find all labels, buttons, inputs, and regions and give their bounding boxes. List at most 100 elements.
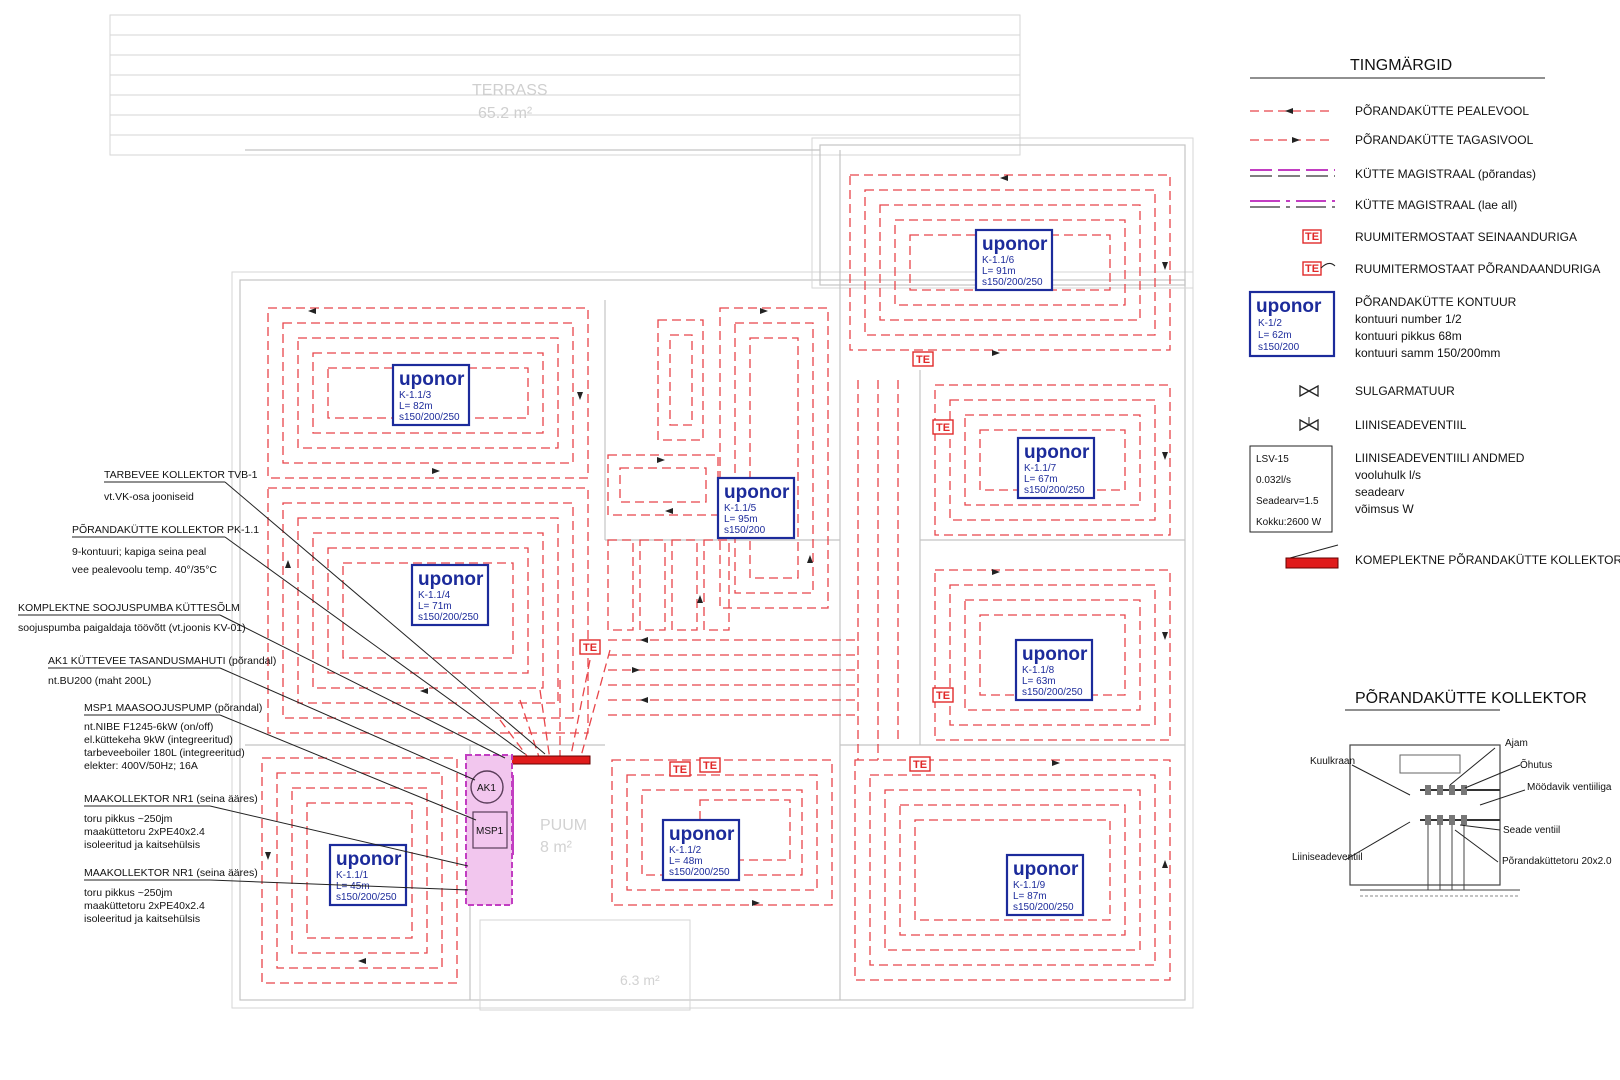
contour-length: L= 63m: [1022, 676, 1056, 687]
annotation-title: PÕRANDAKÜTTE KOLLEKTOR PK-1.1: [72, 523, 259, 536]
contour-box-1: uponor K-1.1/1 L= 45m s150/200/250: [328, 843, 408, 907]
annotation-title: MSP1 MAASOOJUSPUMP (põrandal): [84, 702, 262, 714]
annotation-line: vt.VK-osa jooniseid: [104, 491, 194, 503]
contour-brand: uponor: [336, 849, 402, 870]
heat-pump-label: MSP1: [476, 826, 504, 837]
thermostat-icon: TE: [699, 757, 721, 773]
thermostat-icon: TE: [669, 761, 691, 777]
detail-label-seade-ventiil: Seade ventiil: [1503, 825, 1560, 836]
annotation-line: isoleeritud ja kaitsehülsis: [84, 839, 200, 851]
svg-text:LIINISEADEVENTIILI ANDMED: LIINISEADEVENTIILI ANDMED: [1355, 451, 1525, 465]
contour-spacing: s150/200/250: [399, 412, 460, 423]
contour-spacing: s150/200/250: [1022, 687, 1083, 698]
thermostat-markers: TE TE TE TE TE TE TE: [579, 351, 954, 777]
annotation-title: MAAKOLLEKTOR NR1 (seina ääres): [84, 793, 258, 805]
room-label-terrace: TERRASS: [472, 82, 548, 99]
contour-id: K-1.1/2: [669, 845, 702, 856]
annotation-title: AK1 KÜTTEVEE TASANDUSMAHUTI (põrandal): [48, 655, 276, 667]
thermostat-icon: TE: [579, 639, 601, 655]
detail-label-toru: Põrandaküttetoru 20x2.0: [1502, 856, 1612, 867]
annotation-line: soojuspumba paigaldaja töövõtt (vt.jooni…: [18, 622, 246, 634]
legend-contour-desc: PÕRANDAKÜTTE KONTUUR kontuuri number 1/2…: [1355, 294, 1517, 360]
svg-text:vooluhulk l/s: vooluhulk l/s: [1355, 468, 1421, 482]
thermostat-icon: TE: [932, 419, 954, 435]
buffer-tank-ak1: [470, 770, 504, 804]
annotation-ak1: AK1 KÜTTEVEE TASANDUSMAHUTI (põrandal) n…: [48, 655, 276, 687]
svg-text:TE: TE: [916, 354, 930, 366]
svg-text:KÜTTE MAGISTRAAL (lae all): KÜTTE MAGISTRAAL (lae all): [1355, 198, 1517, 212]
legend-item-main-floor: KÜTTE MAGISTRAAL (põrandas): [1250, 167, 1536, 181]
contour-spacing: s150/200/250: [669, 867, 730, 878]
contour-box-9: uponor K-1.1/9 L= 87m s150/200/250: [1005, 853, 1085, 917]
contour-box-6: uponor K-1.1/6 L= 91m s150/200/250: [974, 228, 1054, 292]
svg-text:Kokku:2600 W: Kokku:2600 W: [1256, 517, 1322, 528]
annotation-line: toru pikkus ~250jm: [84, 887, 173, 899]
room-area-lower: 6.3 m²: [620, 972, 660, 988]
annotation-line: nt.NIBE F1245-6kW (on/off): [84, 721, 213, 733]
thermostat-icon: TE: [932, 687, 954, 703]
contour-id: K-1.1/6: [982, 255, 1015, 266]
contour-brand: uponor: [1013, 859, 1079, 880]
contour-id: K-1.1/3: [399, 390, 432, 401]
annotation-line: el.küttekeha 9kW (integreeritud): [84, 734, 233, 746]
svg-text:s150/200: s150/200: [1258, 342, 1300, 353]
contour-box-3: uponor K-1.1/3 L= 82m s150/200/250: [391, 363, 471, 427]
contour-length: L= 67m: [1024, 474, 1058, 485]
contour-id: K-1.1/1: [336, 870, 369, 881]
contour-length: L= 91m: [982, 266, 1016, 277]
contour-box-8: uponor K-1.1/8 L= 63m s150/200/250: [1014, 638, 1094, 702]
svg-text:LIINISEADEVENTIIL: LIINISEADEVENTIIL: [1355, 418, 1467, 432]
balancing-valve-icon: [1299, 418, 1319, 432]
collector-valves: [1425, 785, 1467, 825]
legend-valve-data-box: LSV-15 0.032l/s Seadearv=1.5 Kokku:2600 …: [1249, 445, 1333, 533]
heating-loops: [261, 174, 1171, 984]
annotation-tvb: TARBEVEE KOLLEKTOR TVB-1 vt.VK-osa jooni…: [104, 469, 258, 503]
flow-arrows: [265, 175, 1168, 964]
detail-label-ajam: Ajam: [1505, 738, 1528, 749]
collector-icon: [1285, 557, 1339, 569]
annotation-title: MAAKOLLEKTOR NR1 (seina ääres): [84, 867, 258, 879]
annotation-title: TARBEVEE KOLLEKTOR TVB-1: [104, 469, 258, 481]
annotation-line: isoleeritud ja kaitsehülsis: [84, 913, 200, 925]
legend-item-collector: KOMEPLEKTNE PÕRANDAKÜTTE KOLLEKTOR: [1285, 544, 1620, 569]
contour-brand: uponor: [1022, 644, 1088, 665]
svg-text:TE: TE: [703, 760, 717, 772]
contour-length: L= 95m: [724, 514, 758, 525]
svg-text:TE: TE: [936, 422, 950, 434]
annotation-line: maaküttetoru 2xPE40x2.4: [84, 826, 205, 838]
svg-text:L= 62m: L= 62m: [1258, 330, 1292, 341]
buffer-tank-label: AK1: [477, 783, 496, 794]
annotation-line: elekter: 400V/50Hz; 16A: [84, 760, 198, 772]
room-area-puum: 8 m²: [540, 839, 573, 856]
contour-spacing: s150/200: [724, 525, 766, 536]
contour-spacing: s150/200/250: [1013, 902, 1074, 913]
thermostat-icon: TE: [1302, 261, 1322, 276]
contour-brand: uponor: [724, 482, 790, 503]
thermostat-icon: TE: [912, 351, 934, 367]
svg-text:Seadearv=1.5: Seadearv=1.5: [1256, 496, 1319, 507]
contour-brand: uponor: [399, 369, 465, 390]
leader-lines: [18, 481, 546, 891]
svg-text:kontuuri samm 150/200mm: kontuuri samm 150/200mm: [1355, 346, 1500, 360]
contour-box-2: uponor K-1.1/2 L= 48m s150/200/250: [661, 818, 741, 882]
annotation-line: maaküttetoru 2xPE40x2.4: [84, 900, 205, 912]
svg-text:võimsus W: võimsus W: [1355, 502, 1414, 516]
contour-spacing: s150/200/250: [336, 892, 397, 903]
annotation-soojuspump: KOMPLEKTNE SOOJUSPUMBA KÜTTESÕLM soojusp…: [18, 601, 246, 634]
svg-text:uponor: uponor: [1256, 296, 1322, 317]
contour-length: L= 82m: [399, 401, 433, 412]
legend-item-main-ceiling: KÜTTE MAGISTRAAL (lae all): [1250, 198, 1517, 212]
svg-text:SULGARMATUUR: SULGARMATUUR: [1355, 384, 1455, 398]
contour-box-5: uponor K-1.1/5 L= 95m s150/200: [716, 476, 796, 540]
annotation-maakollektor-2: MAAKOLLEKTOR NR1 (seina ääres) toru pikk…: [84, 867, 258, 925]
svg-text:TE: TE: [673, 764, 687, 776]
collector-bar: [499, 755, 591, 765]
contour-id: K-1.1/7: [1024, 463, 1057, 474]
thermostat-icon: TE: [909, 756, 931, 772]
collector-detail: PÕRANDAKÜTTE KOLLEKTOR Kuulkraan Ajam Õh…: [1292, 687, 1612, 897]
svg-text:TE: TE: [583, 642, 597, 654]
contour-brand: uponor: [669, 824, 735, 845]
contour-id: K-1.1/4: [418, 590, 451, 601]
legend-item-thermostat-wall: TE RUUMITERMOSTAAT SEINAANDURIGA: [1302, 229, 1577, 244]
